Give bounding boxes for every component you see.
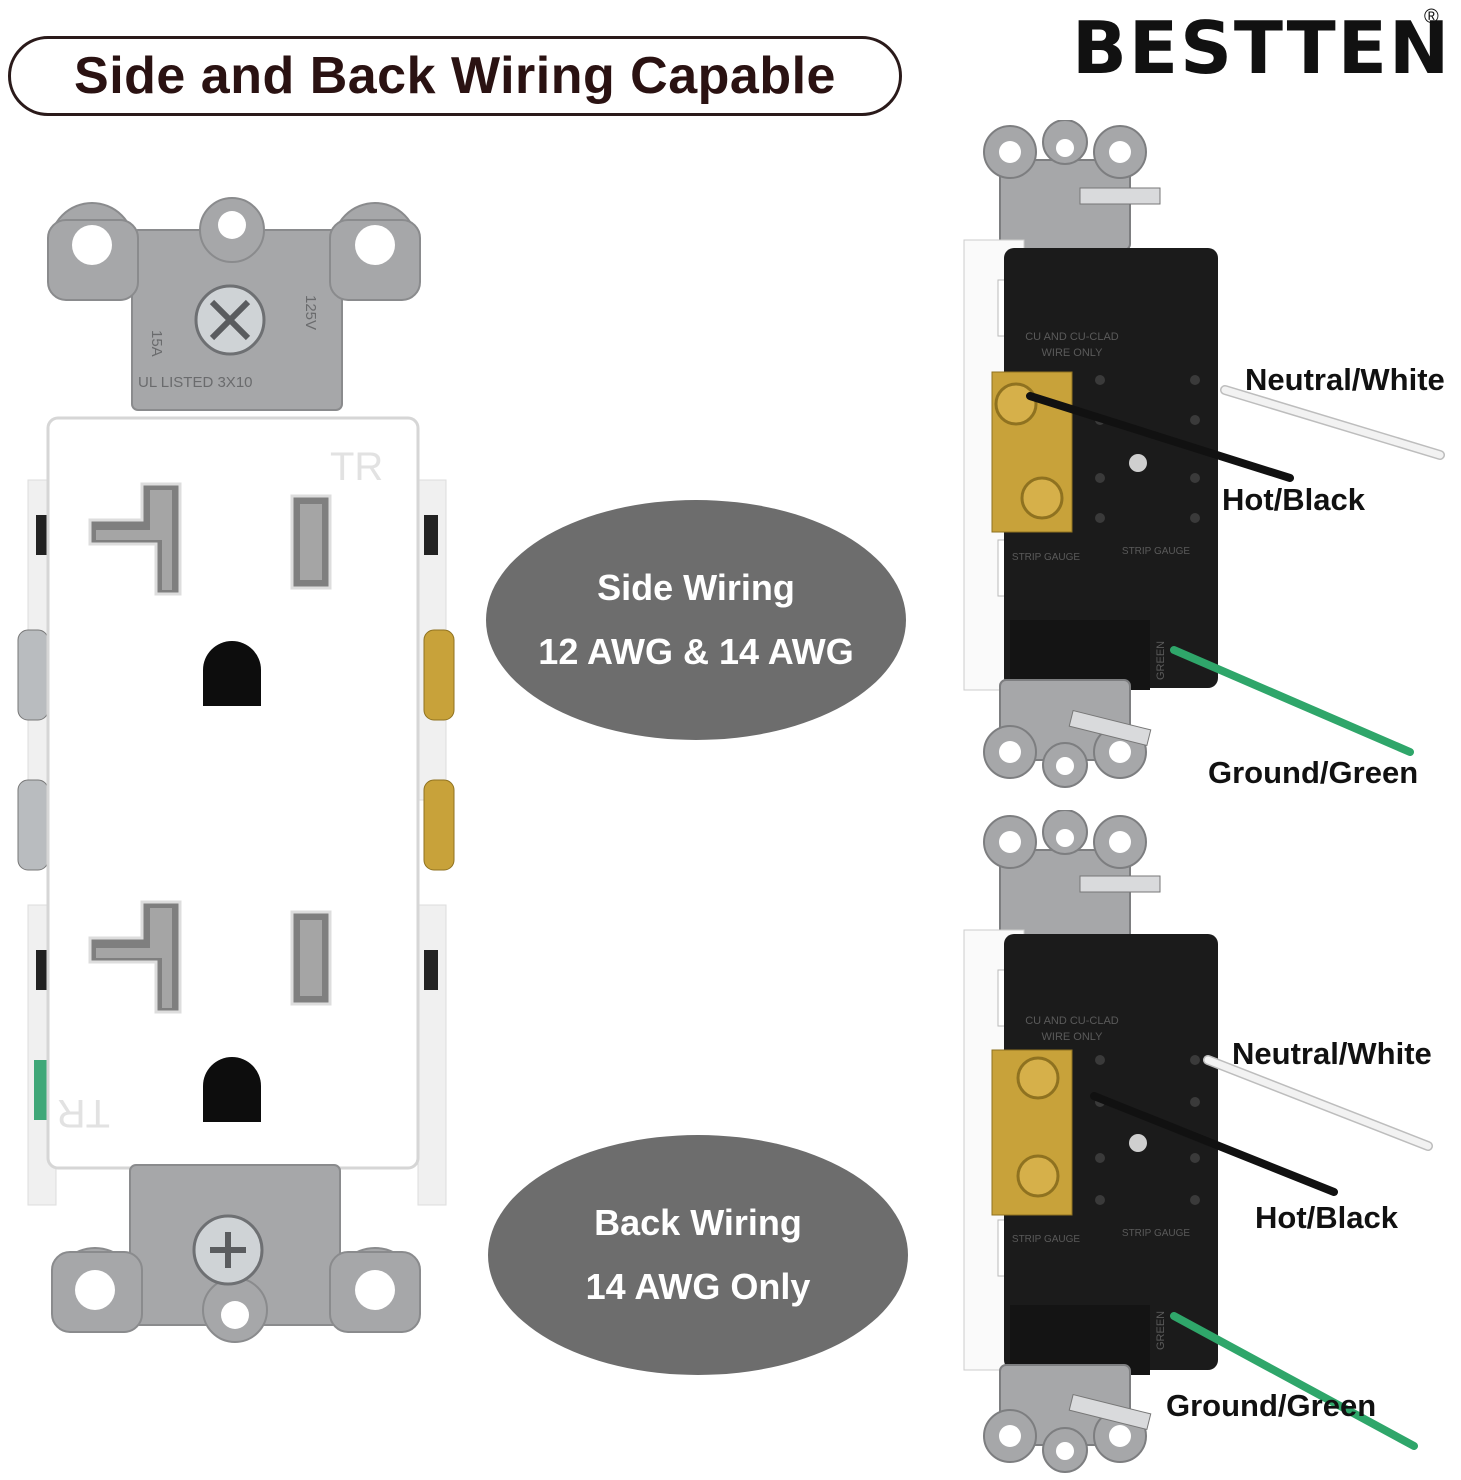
mounting-screw-icon [1079, 187, 1161, 205]
brass-screw-icon [1016, 1154, 1060, 1198]
top-mounting-yoke [47, 197, 421, 411]
ground-wire [1170, 646, 1414, 756]
brass-screw-icon [1016, 1056, 1060, 1100]
mounting-screw-top-icon [194, 284, 266, 356]
page-title: Side and Back Wiring Capable [8, 36, 902, 116]
side-wiring-title: Side Wiring [597, 567, 795, 608]
tr-bottom-text: TR [57, 1091, 110, 1135]
rating-right-text: 125V [302, 295, 319, 330]
mounting-screw-bottom-icon [192, 1214, 264, 1286]
back-wiring-title: Back Wiring [594, 1202, 802, 1243]
back-wiring-badge: Back Wiring 14 AWG Only [488, 1135, 908, 1375]
strip-gauge-left: STRIP GAUGE [1012, 1234, 1080, 1245]
strip-gauge-left: STRIP GAUGE [1012, 552, 1080, 563]
conductor-note-2: WIRE ONLY [1042, 347, 1104, 359]
ground-label-bottom: Ground/Green [1166, 1388, 1377, 1423]
duplex-outlet-front: 15A 125V UL LISTED 3X10 TR TR [17, 197, 455, 1343]
brass-screw-icon [1020, 476, 1064, 520]
hot-label-top: Hot/Black [1222, 482, 1365, 517]
upper-receptacle-slots [88, 482, 332, 706]
outlet-back-view-back-wired: CU AND CU-CLAD WIRE ONLY STRIP GAUGE STR… [963, 810, 1433, 1473]
lower-receptacle-slots [88, 900, 332, 1122]
neutral-label-bottom: Neutral/White [1232, 1036, 1432, 1071]
conductor-note-1: CU AND CU-CLAD [1025, 331, 1119, 343]
strip-gauge-right: STRIP GAUGE [1122, 1228, 1190, 1239]
conductor-note-1: CU AND CU-CLAD [1025, 1015, 1119, 1027]
brand-logo: BESTTEN [1072, 6, 1452, 90]
registered-mark: ® [1424, 6, 1439, 28]
side-wiring-badge: Side Wiring 12 AWG & 14 AWG [486, 500, 906, 740]
hot-wire [1090, 1092, 1338, 1196]
ground-label-top: Ground/Green [1208, 755, 1419, 790]
hot-wire [1026, 392, 1294, 482]
brass-screw-icon [994, 382, 1038, 426]
ground-wire [1170, 1312, 1418, 1450]
brass-terminal-screw-icon [423, 629, 455, 871]
hot-label-bottom: Hot/Black [1255, 1200, 1398, 1235]
conductor-note-2: WIRE ONLY [1042, 1031, 1104, 1043]
outlet-back-view-side-wired: CU AND CU-CLAD WIRE ONLY STRIP GAUGE STR… [963, 120, 1445, 788]
rating-left-text: 15A [148, 330, 165, 357]
listing-text: UL LISTED 3X10 [138, 374, 253, 391]
side-wiring-gauge: 12 AWG & 14 AWG [538, 631, 854, 672]
ground-marking: GREEN [1155, 1311, 1167, 1350]
strip-gauge-right: STRIP GAUGE [1122, 546, 1190, 557]
back-wiring-gauge: 14 AWG Only [585, 1266, 811, 1307]
tr-top-text: TR [330, 445, 383, 489]
neutral-label-top: Neutral/White [1245, 362, 1445, 397]
ground-marking: GREEN [1155, 641, 1167, 680]
mounting-screw-icon [1079, 875, 1161, 893]
